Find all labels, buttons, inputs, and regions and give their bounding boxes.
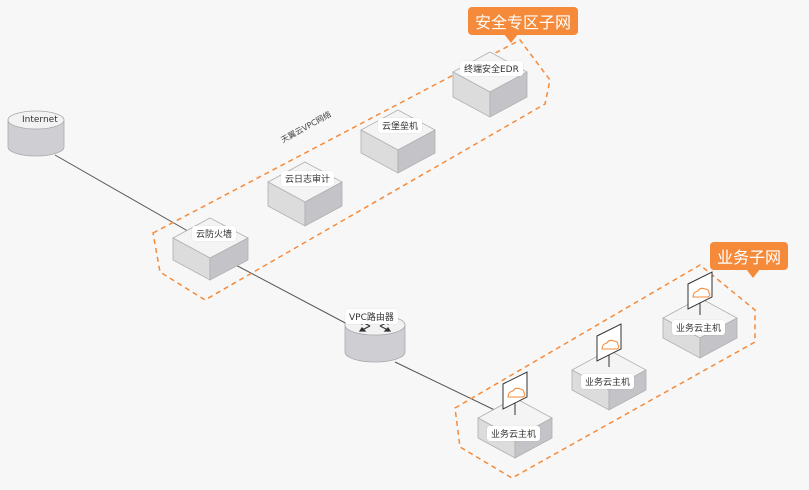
security-zone-boundary bbox=[152, 39, 551, 301]
host3-label: 业务云主机 bbox=[672, 320, 726, 335]
business-zone-boundary bbox=[454, 264, 756, 479]
link-router-hosts bbox=[394, 361, 506, 416]
host2-monitor-icon bbox=[596, 323, 622, 367]
security-zone-badge: 安全专区子网 bbox=[468, 7, 579, 43]
host3-monitor-icon bbox=[687, 271, 713, 315]
link-internet-firewall bbox=[54, 154, 201, 239]
log-audit-label: 云日志审计 bbox=[281, 171, 335, 186]
host1-label: 业务云主机 bbox=[487, 426, 541, 441]
internet-label: Internet bbox=[22, 115, 58, 125]
internet-cylinder bbox=[7, 110, 65, 157]
firewall-label: 云防火墙 bbox=[192, 226, 237, 241]
router-label: VPC路由器 bbox=[345, 309, 398, 324]
bastion-label: 云堡垒机 bbox=[378, 118, 423, 133]
edr-label: 终端安全EDR bbox=[460, 61, 523, 76]
host1-monitor-icon bbox=[502, 371, 528, 415]
business-zone-badge: 业务子网 bbox=[710, 242, 789, 278]
host2-label: 业务云主机 bbox=[581, 374, 635, 389]
